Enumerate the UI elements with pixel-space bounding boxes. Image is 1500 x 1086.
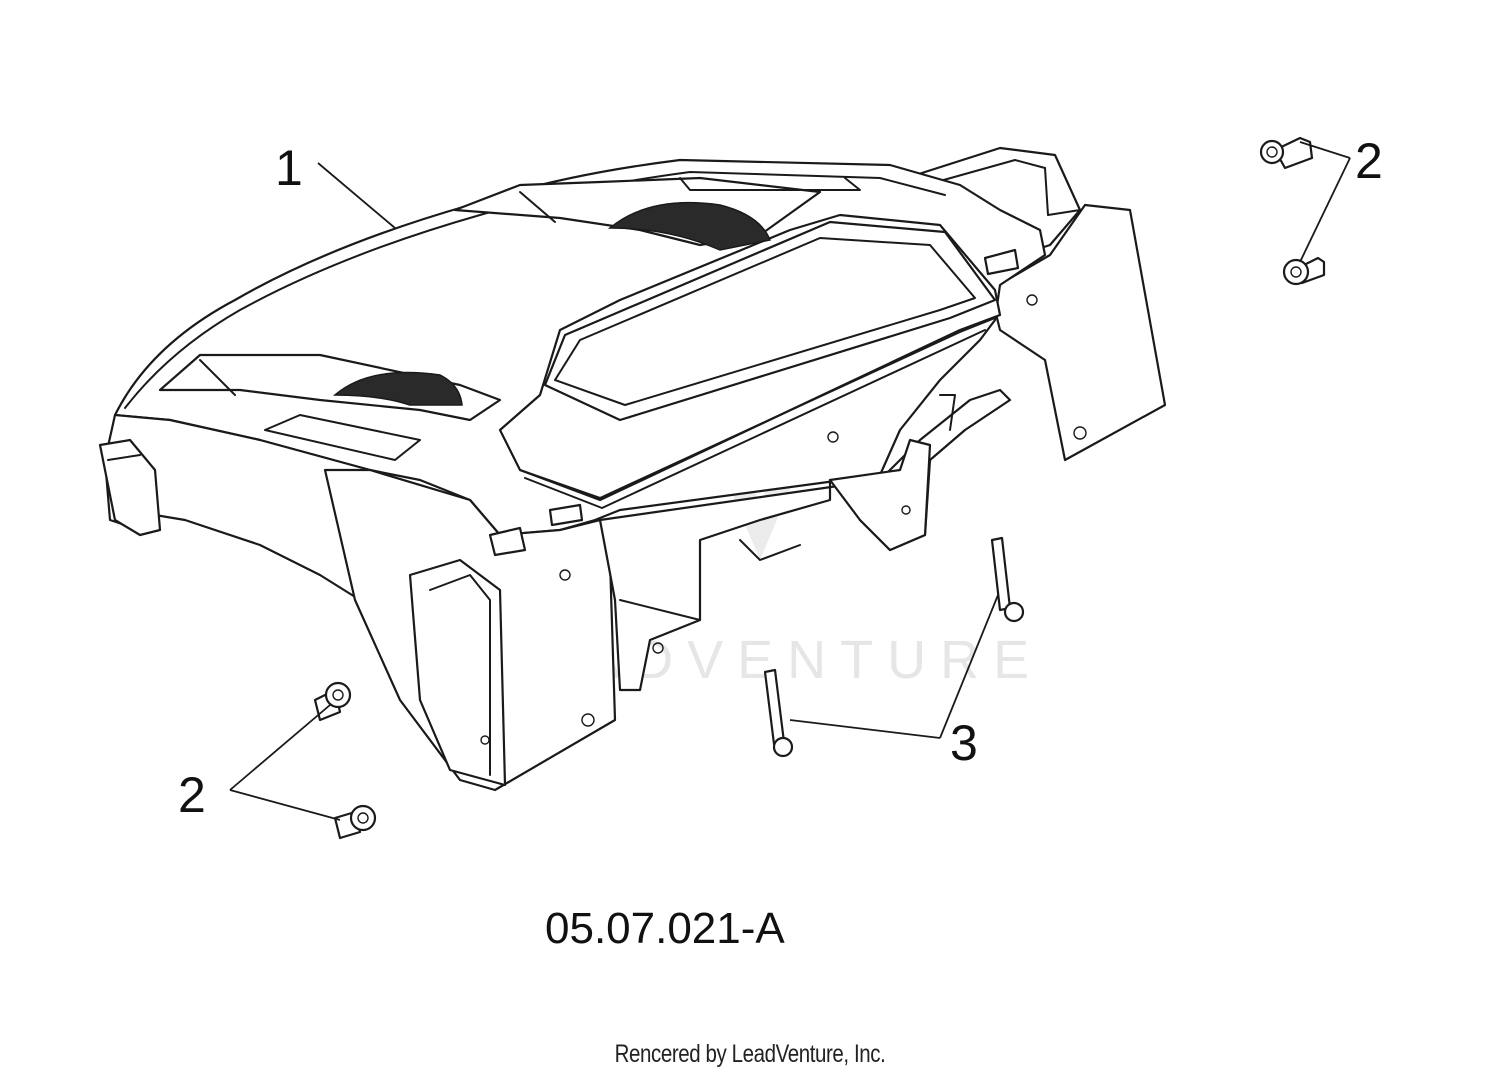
- drawing-id: 05.07.021-A: [545, 904, 785, 953]
- bolt-upper-1: [1259, 136, 1314, 170]
- callout-2-lower: 2: [178, 767, 206, 823]
- leader-lines: [229, 141, 1351, 821]
- bolt-upper-2: [1282, 256, 1326, 286]
- credit-line: Rencered by LeadVenture, Inc.: [614, 1040, 886, 1068]
- pin-right: [990, 536, 1025, 623]
- pin-left: [763, 668, 794, 758]
- bolt-lower-2: [333, 804, 377, 840]
- hood-assembly: [98, 146, 1167, 792]
- callout-2-upper: 2: [1355, 133, 1383, 189]
- callout-1: 1: [275, 140, 303, 196]
- callout-3: 3: [950, 715, 978, 771]
